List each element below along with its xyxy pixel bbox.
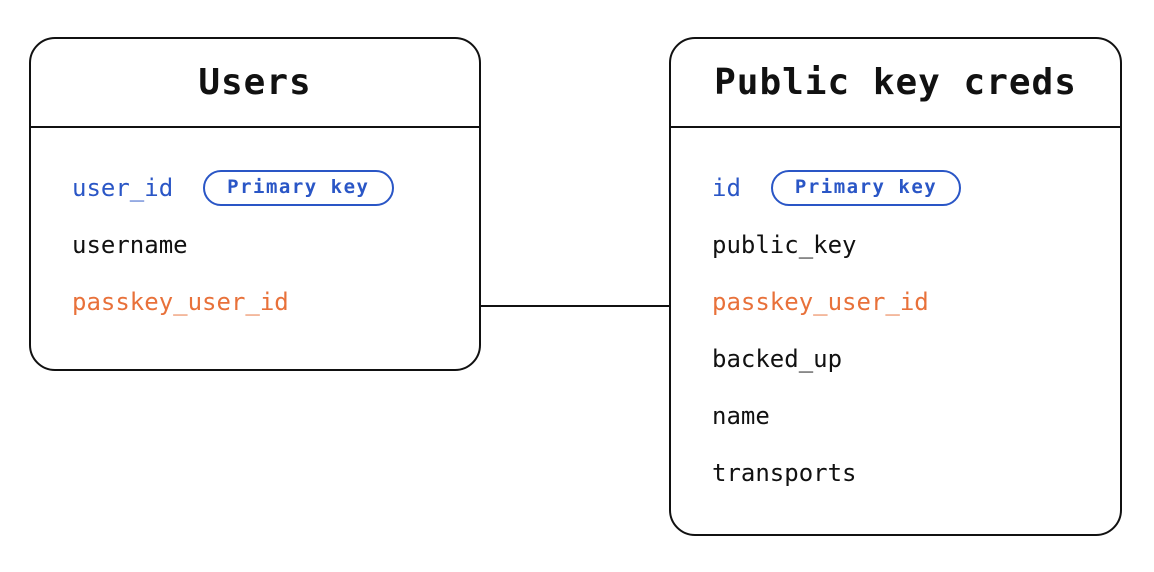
primary-key-badge: Primary key	[203, 169, 394, 206]
field-name-transports: transports	[712, 458, 857, 487]
table-public-key-creds-title: Public key creds	[671, 39, 1120, 128]
field-name-name: name	[712, 401, 770, 430]
table-users-fields: user_id Primary key username passkey_use…	[31, 128, 479, 330]
table-public-key-creds-fields: id Primary key public_key passkey_user_i…	[671, 128, 1120, 501]
relationship-line	[480, 305, 670, 307]
field-name-id: id	[712, 173, 741, 202]
field-row-passkey-user-id: passkey_user_id	[72, 273, 479, 330]
field-name-user-id: user_id	[72, 173, 174, 202]
field-row-public-key: public_key	[712, 216, 1120, 273]
table-public-key-creds[interactable]: Public key creds id Primary key public_k…	[669, 37, 1122, 536]
field-name-username: username	[72, 230, 188, 259]
field-row-passkey-user-id: passkey_user_id	[712, 273, 1120, 330]
table-users[interactable]: Users user_id Primary key username passk…	[29, 37, 481, 371]
field-row-name: name	[712, 387, 1120, 444]
field-name-passkey-user-id: passkey_user_id	[712, 287, 929, 316]
primary-key-badge: Primary key	[770, 169, 962, 206]
field-name-passkey-user-id: passkey_user_id	[72, 287, 289, 316]
field-row-user-id: user_id Primary key	[72, 159, 479, 216]
field-row-username: username	[72, 216, 479, 273]
field-row-transports: transports	[712, 444, 1120, 501]
field-row-backed-up: backed_up	[712, 330, 1120, 387]
table-users-title: Users	[31, 39, 479, 128]
field-name-public-key: public_key	[712, 230, 857, 259]
field-name-backed-up: backed_up	[712, 344, 843, 373]
field-row-id: id Primary key	[712, 159, 1120, 216]
